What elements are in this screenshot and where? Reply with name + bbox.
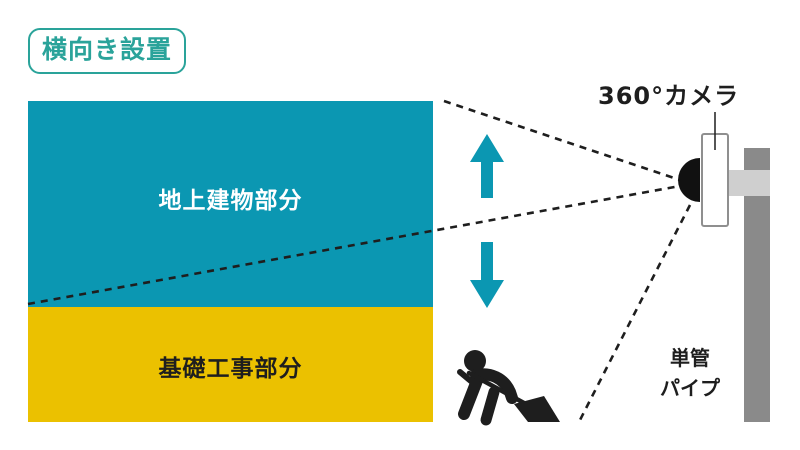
digging-worker-icon: [457, 350, 560, 426]
foundation-label: 基礎工事部分: [158, 356, 303, 382]
foundation-block: 基礎工事部分: [28, 307, 433, 422]
title-badge: 横向き設置: [28, 28, 187, 74]
fov-line-bottom: [578, 204, 692, 421]
pipe-label-line1: 単管: [670, 346, 710, 370]
pipe-label-line2: パイプ: [660, 376, 720, 400]
fov-line-top: [443, 99, 681, 182]
camera-label: 360°カメラ: [598, 82, 740, 110]
camera-360-icon: [678, 112, 729, 227]
above-ground-block: 地上建物部分: [28, 101, 433, 307]
field-of-view-lines: [27, 99, 692, 421]
arrow-up-icon: [470, 134, 504, 198]
fov-line-middle: [27, 184, 681, 306]
arrow-down-icon: [470, 242, 504, 308]
title-text: 横向き設置: [42, 35, 173, 64]
pipe-icon: [724, 148, 770, 422]
above-ground-label: 地上建物部分: [158, 188, 303, 214]
pipe-label: 単管 パイプ: [640, 343, 740, 403]
